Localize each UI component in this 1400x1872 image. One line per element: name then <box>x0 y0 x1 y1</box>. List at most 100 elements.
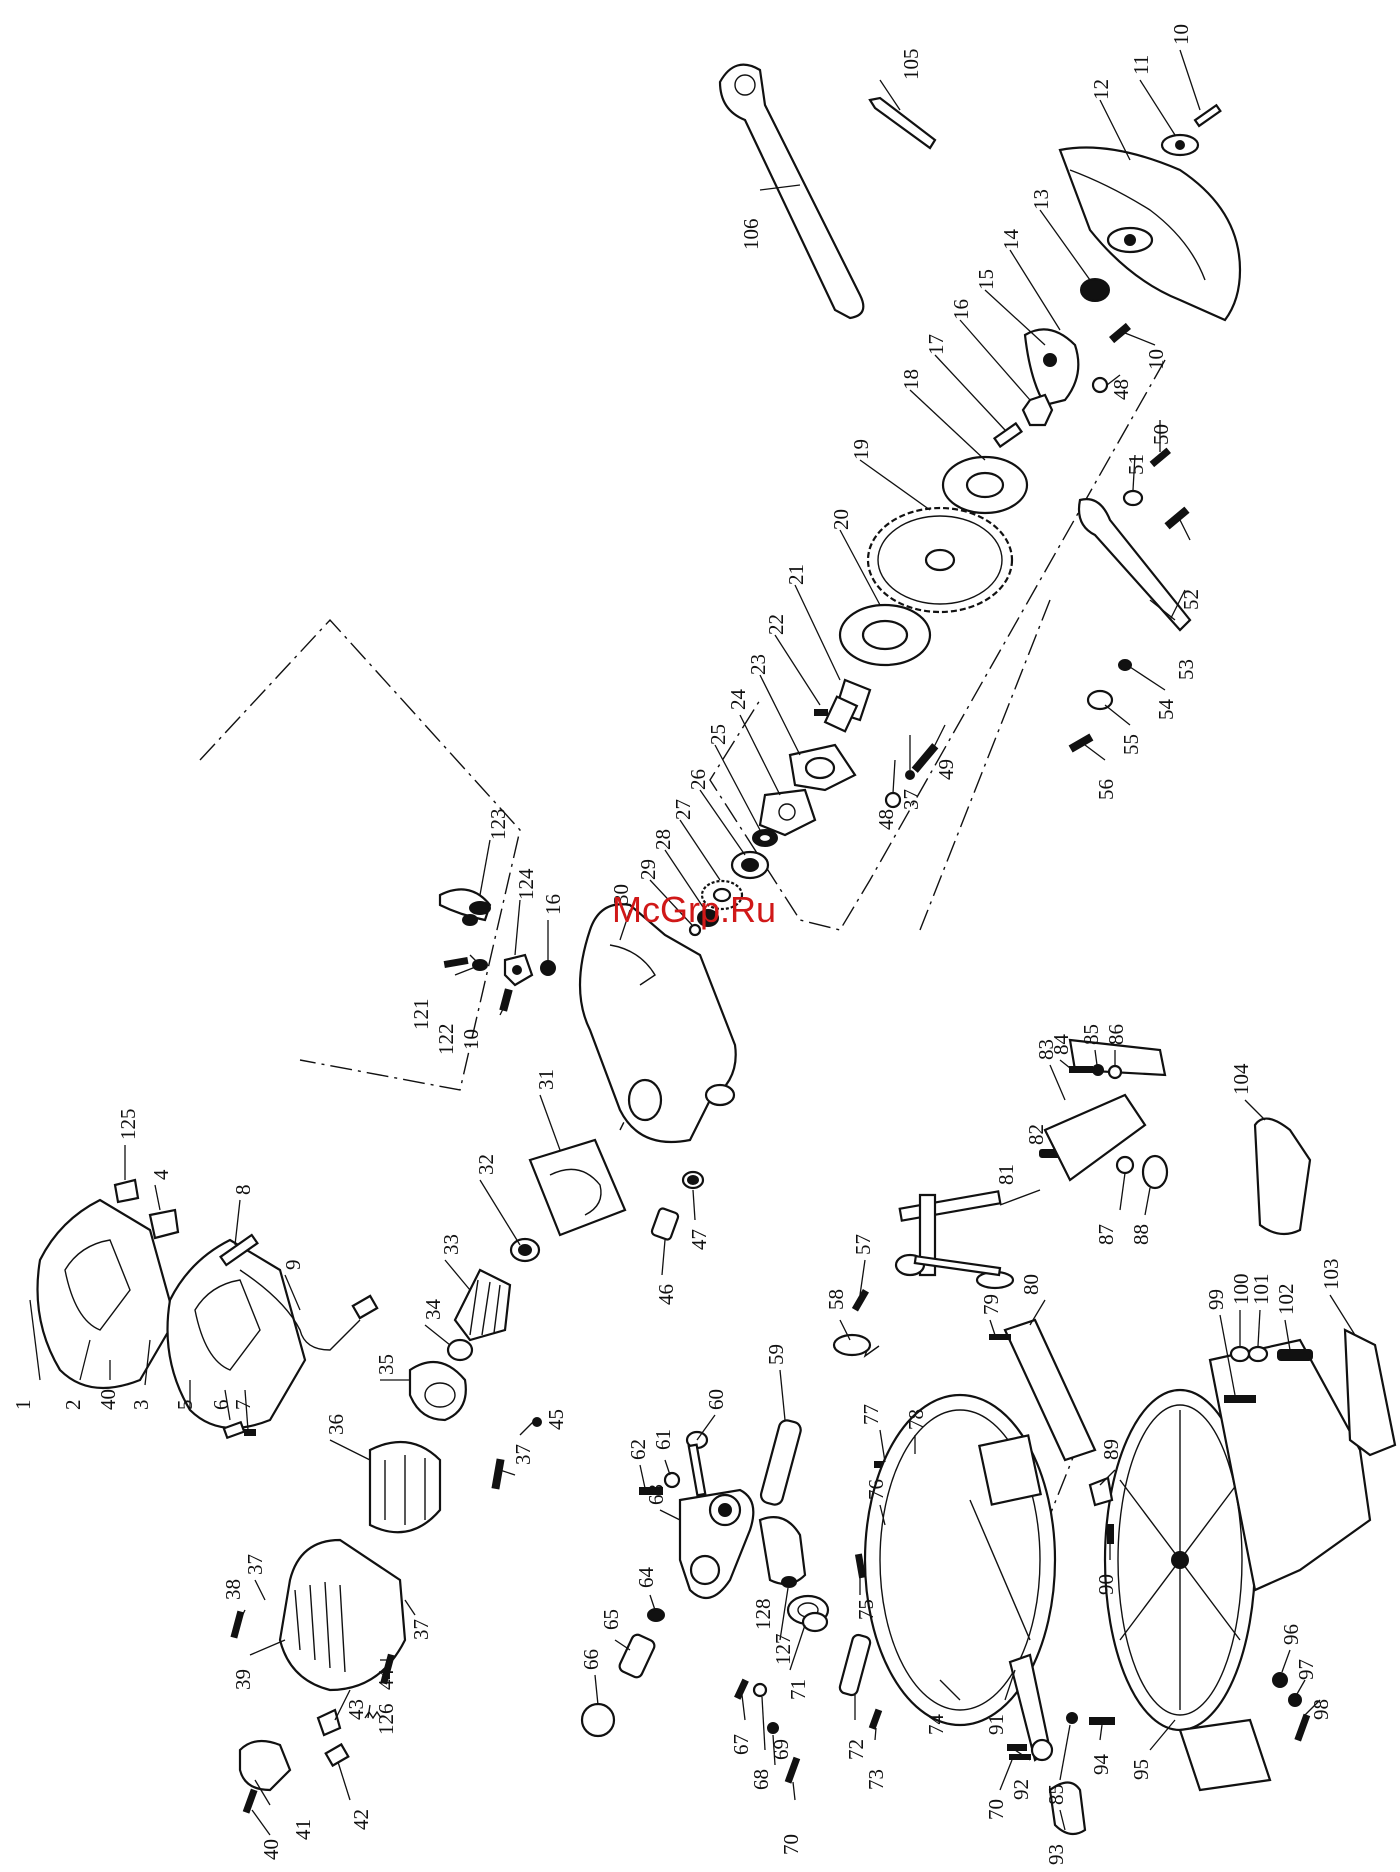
part-label-73: 73 <box>864 1769 888 1790</box>
part-label-8: 8 <box>231 1185 255 1196</box>
handle-half-left-1 <box>36 1198 177 1390</box>
part-label-91: 91 <box>984 1714 1008 1735</box>
part-label-13: 13 <box>1029 189 1053 210</box>
stator-36 <box>368 1440 442 1534</box>
part-label-36: 36 <box>324 1414 348 1435</box>
part-label-48-upper: 48 <box>1109 379 1133 400</box>
gear-27 <box>700 879 744 911</box>
bearing-plate-23 <box>788 743 857 792</box>
part-label-88: 88 <box>1129 1224 1153 1245</box>
cable-clamp-6 <box>222 1420 246 1440</box>
screw-98 <box>1294 1713 1311 1742</box>
part-label-37-cover: 37 <box>243 1554 267 1575</box>
part-label-33: 33 <box>439 1234 463 1255</box>
part-label-68: 68 <box>749 1769 773 1790</box>
pin-29 <box>688 923 702 937</box>
nut-16-switch <box>540 960 556 976</box>
spring-58 <box>832 1333 880 1358</box>
part-label-126: 126 <box>374 1704 398 1736</box>
part-label-9: 9 <box>281 1260 305 1271</box>
screw-94 <box>1089 1717 1115 1725</box>
part-label-79: 79 <box>979 1294 1003 1315</box>
part-label-41: 41 <box>291 1819 315 1840</box>
part-label-6: 6 <box>209 1400 233 1411</box>
part-label-50: 50 <box>1149 424 1173 445</box>
part-label-51: 51 <box>1124 454 1148 475</box>
part-label-11: 11 <box>1129 55 1153 75</box>
switch-4 <box>148 1208 180 1240</box>
part-label-26: 26 <box>686 769 710 790</box>
brush-holder-43 <box>316 1708 342 1737</box>
part-label-17: 17 <box>924 334 948 355</box>
bearing-34 <box>446 1338 474 1362</box>
part-label-21: 21 <box>784 564 808 585</box>
part-label-86: 86 <box>1104 1024 1128 1045</box>
part-label-70-base: 70 <box>984 1799 1008 1820</box>
part-label-15: 15 <box>974 269 998 290</box>
part-label-85-upper: 85 <box>1079 1024 1103 1045</box>
part-label-4: 4 <box>149 1169 173 1180</box>
sleeve-65 <box>618 1633 656 1679</box>
part-label-19: 19 <box>849 439 873 460</box>
part-label-82: 82 <box>1024 1124 1048 1145</box>
screw-7 <box>244 1429 256 1436</box>
switch-button-125 <box>113 1178 140 1204</box>
pivot-arm-63 <box>678 1488 755 1600</box>
part-label-59: 59 <box>764 1344 788 1365</box>
part-label-62: 62 <box>626 1439 650 1460</box>
spring-126 <box>364 1710 382 1720</box>
bushing-13 <box>1080 278 1110 302</box>
shaft-59 <box>759 1419 802 1506</box>
knob-88 <box>1141 1154 1169 1190</box>
part-label-95: 95 <box>1129 1759 1153 1780</box>
part-label-40-upper: 40 <box>96 1389 120 1410</box>
outer-flange-18 <box>941 455 1029 515</box>
screw-70-base <box>1009 1754 1031 1760</box>
screw-99 <box>1224 1395 1256 1403</box>
knob-87 <box>1115 1155 1135 1175</box>
fan-baffle-31 <box>528 1138 627 1237</box>
part-label-96: 96 <box>1279 1624 1303 1645</box>
part-label-97: 97 <box>1294 1659 1318 1680</box>
washer-48-lower <box>884 791 902 809</box>
gear-housing-30 <box>578 903 737 1144</box>
side-extension-103 <box>1343 1328 1397 1457</box>
cable-sleeve-8 <box>219 1233 259 1267</box>
screw-38 <box>230 1610 245 1639</box>
part-label-67: 67 <box>729 1734 753 1755</box>
watermark-text: McGrp.Ru <box>612 889 776 930</box>
part-label-29: 29 <box>636 859 660 880</box>
nut-51 <box>1122 489 1144 507</box>
part-label-101: 101 <box>1249 1274 1273 1306</box>
part-label-14: 14 <box>999 229 1023 251</box>
circlip-25 <box>752 829 778 847</box>
part-label-81: 81 <box>994 1164 1018 1185</box>
part-label-80: 80 <box>1019 1274 1043 1295</box>
part-label-125: 125 <box>116 1109 140 1141</box>
part-label-45: 45 <box>544 1409 568 1430</box>
pivot-bracket <box>758 1516 807 1586</box>
miter-handle-91 <box>1008 1653 1054 1762</box>
dust-bag-104 <box>1253 1117 1312 1236</box>
pin-45 <box>532 1417 542 1427</box>
armature-33 <box>453 1268 512 1342</box>
part-label-124: 124 <box>514 868 538 900</box>
screw-37-stator <box>491 1458 505 1490</box>
base-95 <box>1103 1338 1372 1792</box>
part-label-61: 61 <box>651 1429 675 1450</box>
part-label-43: 43 <box>344 1699 368 1720</box>
bushing-46 <box>650 1207 680 1241</box>
switch-bracket-124 <box>503 953 534 987</box>
part-label-89: 89 <box>1099 1439 1123 1460</box>
bearing-26 <box>730 850 770 880</box>
part-label-58: 58 <box>824 1289 848 1310</box>
part-label-10: 10 <box>1169 24 1193 45</box>
part-label-7: 7 <box>231 1400 255 1411</box>
bearing-32 <box>509 1237 541 1263</box>
part-label-56: 56 <box>1094 779 1118 800</box>
pin-67 <box>734 1678 749 1700</box>
brush-cap-41 <box>238 1739 292 1792</box>
part-label-16: 16 <box>949 299 973 320</box>
part-label-71: 71 <box>786 1679 810 1700</box>
